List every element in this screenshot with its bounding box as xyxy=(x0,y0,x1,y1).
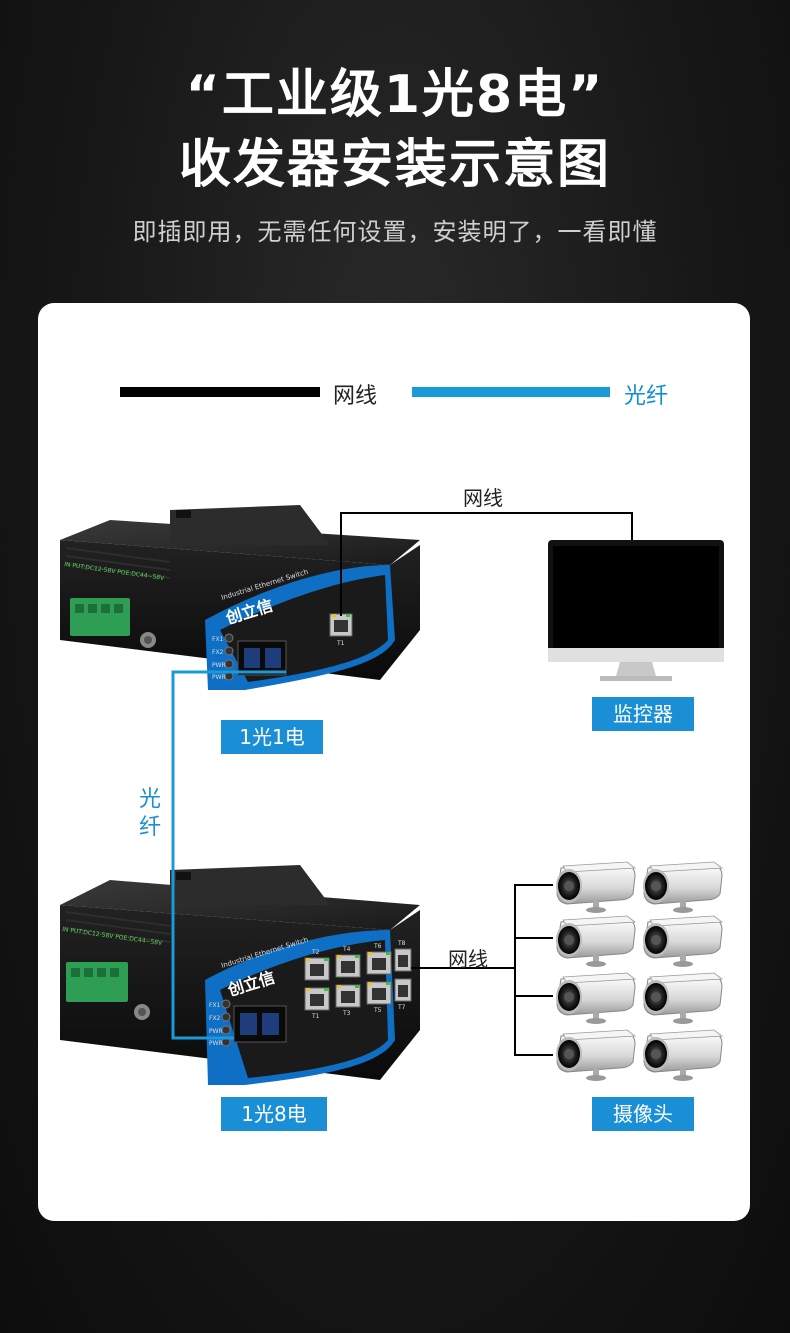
camera-group xyxy=(556,861,724,1081)
tag-1-fiber-1-electric: 1光1电 xyxy=(221,720,323,754)
bottom-led-pwr1: PWR xyxy=(209,1028,223,1035)
camera-icon xyxy=(643,1029,724,1081)
legend-cable-line xyxy=(120,387,320,397)
bottom-led-fx1: FX1 xyxy=(209,1002,221,1009)
port-label-t2: T2 xyxy=(311,949,320,956)
top-port-t1: T1 xyxy=(336,640,345,647)
bottom-led-pwr2: PWR xyxy=(209,1040,223,1047)
camera-bus xyxy=(514,884,553,1056)
legend-fiber-label: 光纤 xyxy=(624,384,669,409)
camera-icon xyxy=(556,972,637,1024)
diagram-card xyxy=(38,303,750,1221)
port-label-t8: T8 xyxy=(397,940,406,947)
fiber-char-1: 光 xyxy=(138,787,161,812)
tag-monitor: 监控器 xyxy=(592,697,694,731)
port-label-t5: T5 xyxy=(373,1007,382,1014)
device-1-fiber-8-electric xyxy=(60,865,420,1085)
camera-icon xyxy=(643,972,724,1024)
top-led-pwr2: PWR xyxy=(212,674,226,681)
camera-icon xyxy=(556,915,637,967)
legend-fiber-line xyxy=(412,387,610,397)
camera-icon xyxy=(556,861,637,913)
cable-label-top: 网线 xyxy=(463,486,503,510)
camera-icon xyxy=(643,915,724,967)
port-label-t4: T4 xyxy=(342,946,351,953)
page-title-line2: 收发器安装示意图 xyxy=(178,135,611,195)
tag-1-fiber-8-electric: 1光8电 xyxy=(221,1097,327,1131)
bottom-led-fx2: FX2 xyxy=(209,1015,221,1022)
port-label-t6: T6 xyxy=(373,943,382,950)
top-led-fx2: FX2 xyxy=(212,649,224,656)
camera-icon xyxy=(643,861,724,913)
cable-label-bottom: 网线 xyxy=(448,947,488,971)
fiber-vertical-label: 光 纤 xyxy=(137,786,163,842)
device-1-fiber-1-electric xyxy=(60,505,420,690)
fiber-char-2: 纤 xyxy=(138,815,161,840)
fiber-line xyxy=(171,670,286,1040)
monitor-icon xyxy=(548,540,724,681)
page-subtitle: 即插即用，无需任何设置，安装明了，一看即懂 xyxy=(132,218,658,246)
tag-camera: 摄像头 xyxy=(592,1097,694,1131)
port-label-t3: T3 xyxy=(342,1010,351,1017)
camera-icon xyxy=(556,1029,637,1081)
page-title-line1: “工业级1光8电” xyxy=(185,65,605,125)
port-label-t7: T7 xyxy=(397,1004,406,1011)
top-led-fx1: FX1 xyxy=(212,636,224,643)
top-led-pwr1: PWR xyxy=(212,662,226,669)
legend-cable-label: 网线 xyxy=(333,384,378,409)
cable-line-monitor xyxy=(340,512,633,616)
port-label-t1: T1 xyxy=(311,1013,320,1020)
